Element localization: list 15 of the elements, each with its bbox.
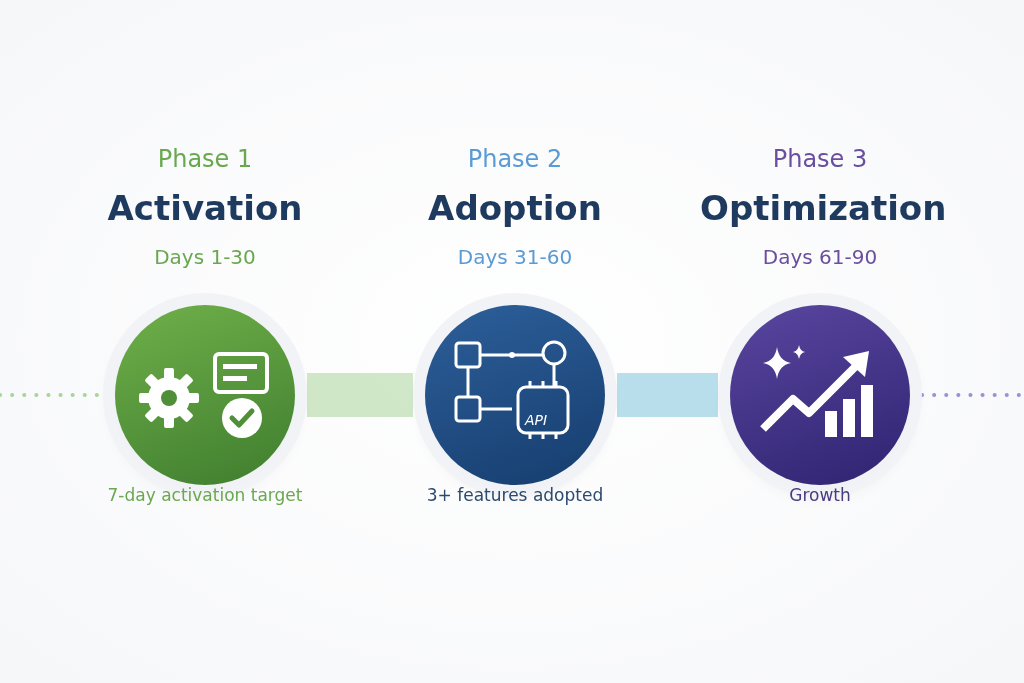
connector-band [307, 373, 413, 417]
day-range: Days 31-60 [456, 245, 574, 269]
phase-goal: 3+ features adopted [425, 485, 605, 505]
phase-title: Adoption [427, 188, 603, 228]
dotted-line [920, 393, 1024, 397]
connector-band [617, 373, 718, 417]
phase-goal: 7-day activation target [106, 485, 304, 505]
day-range: Days 1-30 [153, 245, 257, 269]
phase-number: Phase 1 [156, 145, 254, 173]
phase-number: Phase 3 [771, 145, 869, 173]
chip-label: API [525, 412, 548, 428]
day-range: Days 61-90 [761, 245, 879, 269]
phase-goal: Growth [788, 485, 852, 505]
phase-title: Activation [106, 188, 304, 228]
phase-number: Phase 2 [466, 145, 564, 173]
